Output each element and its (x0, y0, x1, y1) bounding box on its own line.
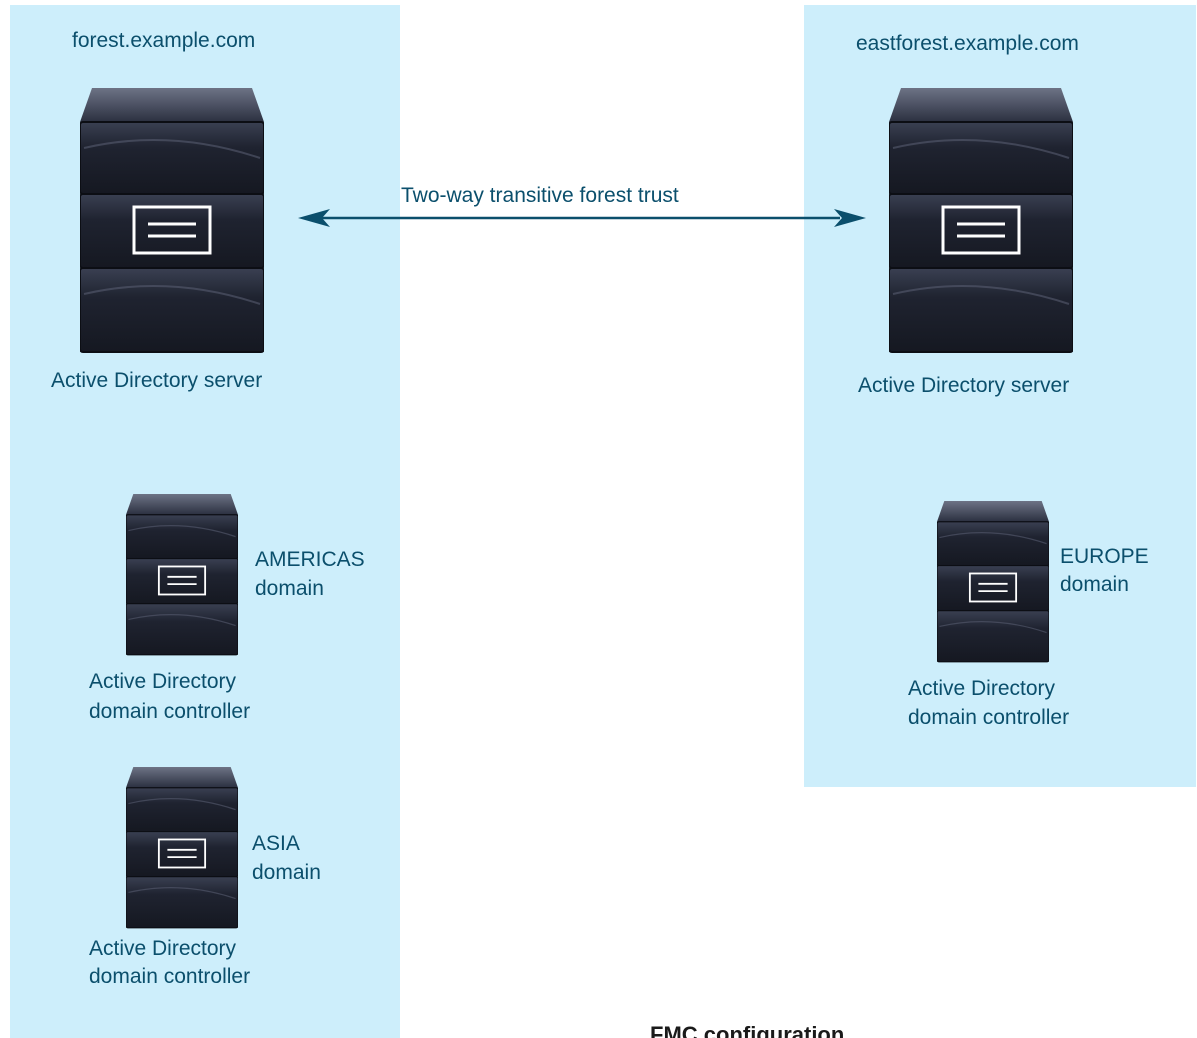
server-rack-icon (126, 494, 238, 656)
forest-name-right: eastforest.example.com (856, 32, 1079, 55)
domain-suffix-asia: domain (252, 861, 321, 884)
server-rack-icon (937, 501, 1049, 663)
dc-label-americas-line2: domain controller (89, 700, 251, 723)
footer-label: FMC configuration (650, 1022, 845, 1038)
dc-label-europe-line2: domain controller (908, 706, 1070, 729)
server-rack-icon (80, 88, 264, 354)
domain-name-europe: EUROPE (1060, 545, 1149, 568)
domain-suffix-europe: domain (1060, 573, 1129, 596)
dc-label-americas-line1: Active Directory (89, 670, 237, 693)
dc-label-europe-line1: Active Directory (908, 677, 1056, 700)
forest-name-left: forest.example.com (72, 29, 256, 52)
trust-label: Two-way transitive forest trust (401, 184, 679, 207)
server-rack-icon (126, 767, 238, 929)
dc-label-asia-line1: Active Directory (89, 937, 237, 960)
domain-name-americas: AMERICAS (255, 548, 365, 571)
ad-server-label-left: Active Directory server (51, 369, 263, 392)
domain-name-asia: ASIA (252, 832, 300, 855)
dc-label-asia-line2: domain controller (89, 965, 251, 988)
server-rack-icon (889, 88, 1073, 354)
domain-suffix-americas: domain (255, 577, 324, 600)
ad-server-label-right: Active Directory server (858, 374, 1070, 397)
